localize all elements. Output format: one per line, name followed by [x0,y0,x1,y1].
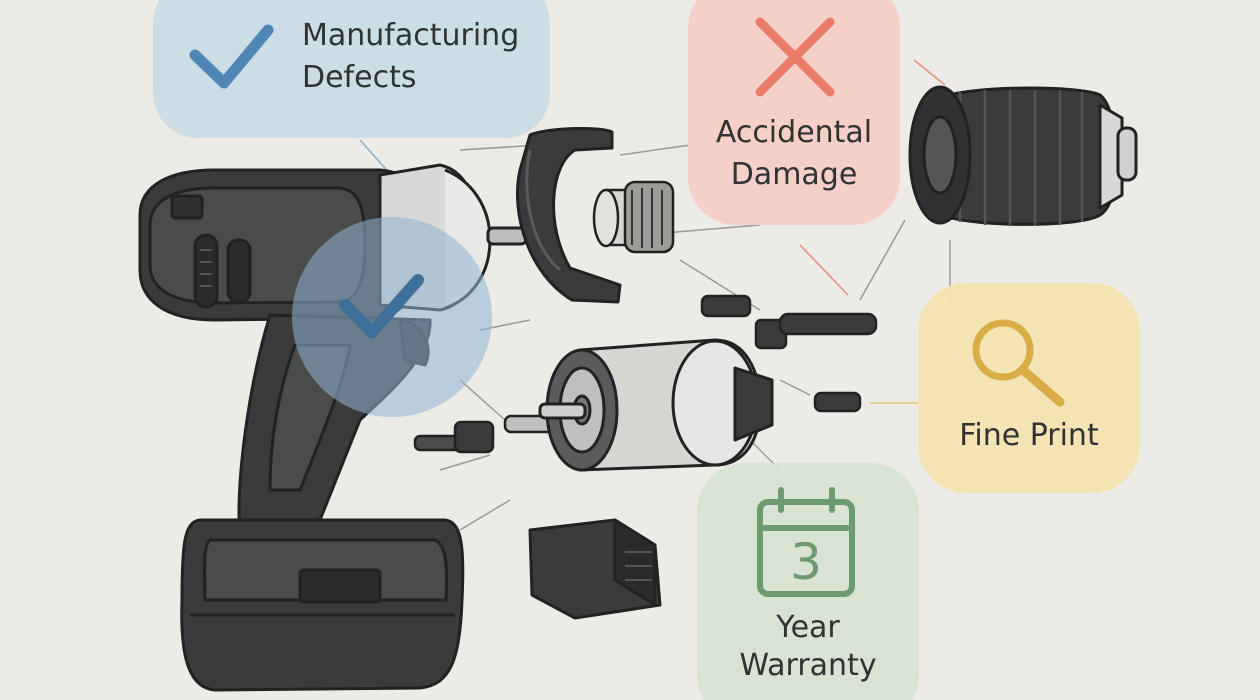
accidental-damage-label-line1: Accidental [715,115,873,150]
small-parts [413,294,878,454]
year-warranty-label-line2: Warranty [739,648,877,683]
calendar-icon [757,487,855,597]
manufacturing-defects-label-line1: Manufacturing [302,18,520,53]
magnifier-icon [972,319,1065,407]
battery-connector-block [528,518,662,620]
manufacturing-defects-label-line2: Defects [302,60,417,95]
accidental-damage-card [688,0,900,225]
calendar-number: 3 [790,533,822,591]
fine-print-label: Fine Print [959,418,1099,453]
accidental-damage-label-line2: Damage [730,157,858,192]
fine-print-card [918,283,1140,493]
clamp-bracket [515,126,622,304]
gear-part [592,180,675,254]
manufacturing-defects-card [153,0,550,138]
x-icon [755,17,835,97]
year-warranty-card [697,463,919,700]
checkmark-icon [339,274,424,338]
checkmark-icon [189,24,274,89]
electric-motor [538,338,774,472]
year-warranty-label-line1: Year [776,610,840,645]
drill-chuck [908,85,1138,226]
